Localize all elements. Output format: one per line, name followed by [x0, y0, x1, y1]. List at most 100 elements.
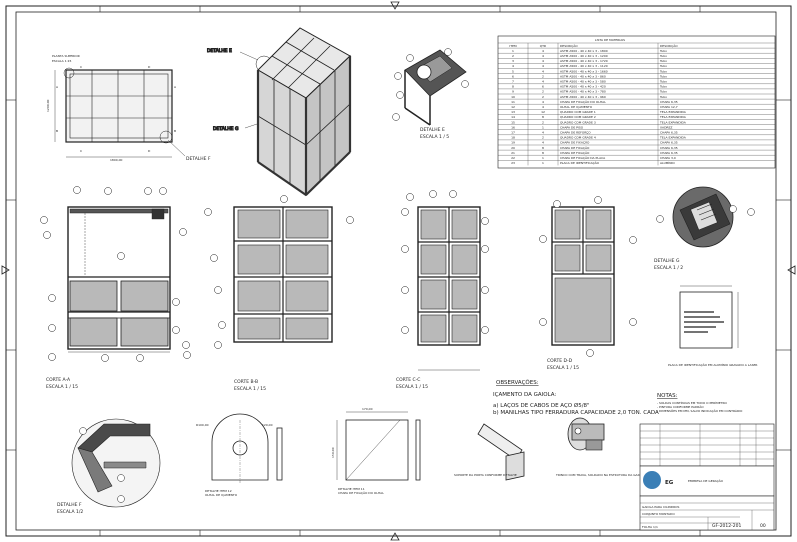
- svg-text:C: C: [80, 65, 82, 69]
- top-view-title: PLANTA SUPERIOR: [52, 54, 80, 58]
- bom-cell: 2: [542, 74, 544, 78]
- section-cc-view: CORTE C-C ESCALA 1 / 15: [396, 206, 481, 390]
- bom-cell: CHAPA DE FIXAÇÃO: [560, 140, 590, 145]
- item-balloon: [159, 187, 167, 195]
- bom-header-cell: ITEM: [509, 44, 517, 48]
- bom-cell: ASTM A500 - 40 x 40 x 3 - 1720: [560, 59, 608, 63]
- bom-cell: ASTM A500 - 40 x 40 x 3 - 1200: [560, 54, 608, 58]
- bom-cell: QUADRO COM GRADE 2: [560, 115, 596, 119]
- bom-cell: PLACA DE IDENTIFICAÇÃO: [560, 160, 600, 165]
- bom-cell: 4: [542, 141, 544, 145]
- item-balloon: [104, 187, 112, 195]
- item-balloon: [179, 228, 187, 236]
- detail-e-title: DETALHE E: [420, 127, 445, 133]
- bom-cell: 4: [512, 64, 514, 68]
- item-balloon: [210, 254, 218, 262]
- bom-cell: CHAPA DE REFORÇO: [560, 131, 591, 135]
- bom-cell: 3: [512, 59, 514, 63]
- item-balloon: [346, 216, 354, 224]
- item-balloon: [449, 190, 457, 198]
- bom-cell: 6: [512, 74, 514, 78]
- bom-cell: CHAPA 6,35: [660, 131, 678, 135]
- bom-cell: Tubo: [659, 64, 667, 68]
- item-balloon: [401, 326, 409, 334]
- section-bb-title: CORTE B-B: [234, 379, 258, 385]
- item-balloon: [73, 186, 81, 194]
- bom-cell: CHAPA 6,35: [660, 151, 678, 155]
- detail-e-callout: DETALHE E: [207, 48, 232, 54]
- lug-dim-side: 120,00: [262, 423, 273, 427]
- item-balloon: [144, 187, 152, 195]
- item-balloon: [43, 231, 51, 239]
- svg-text:A: A: [174, 85, 177, 89]
- bom-cell: 2: [542, 95, 544, 99]
- obs-line-3: b) MANILHAS TIPO FERRADURA CAPACIDADE 2,…: [493, 410, 659, 416]
- detail-e-view: DETALHE E ESCALA 1 / 5: [392, 48, 469, 140]
- item-balloon: [40, 216, 48, 224]
- obs-line-1: IÇAMENTO DA GAIOLA:: [493, 392, 556, 398]
- bom-cell: 4: [542, 64, 544, 68]
- bom-cell: ASTM A500 - 40 x 40 x 3 - 580: [560, 80, 606, 84]
- bom-cell: 4: [542, 100, 544, 104]
- bom-cell: TELA EXPANDIDA: [659, 120, 687, 124]
- item-balloon: [629, 236, 637, 244]
- bom-cell: QUADRO COM GRADE 3: [560, 120, 596, 124]
- notes-block: NOTAS: - SOLDAS CONTÍNUAS EM TODO O PERÍ…: [657, 393, 743, 413]
- section-cc-scale: ESCALA 1 / 15: [396, 384, 428, 390]
- bom-cell: 16: [511, 125, 515, 129]
- note-2: - PINTURA CONFORME PADRÃO: [657, 404, 704, 409]
- section-dd-scale: ESCALA 1 / 15: [547, 365, 579, 371]
- sheet-label: FOLHA 1/1: [642, 525, 658, 529]
- bom-cell: TELA EXPANDIDA: [659, 115, 687, 119]
- bom-cell: ASTM A500 - 40 x 40 x 3 - 420: [560, 85, 606, 89]
- item-balloon: [48, 294, 56, 302]
- detail-g-callout: DETALHE G: [213, 126, 239, 132]
- detail-f-title: DETALHE F: [57, 502, 82, 508]
- item-balloon: [401, 286, 409, 294]
- drawing-number: GF-2012-201: [712, 523, 742, 529]
- item-balloon: [183, 351, 191, 359]
- bom-cell: TELA EXPANDIDA: [659, 110, 687, 114]
- svg-text:A: A: [56, 85, 59, 89]
- bom-cell: 12: [541, 110, 545, 114]
- bom-cell: 1: [542, 156, 544, 160]
- note-3: - DIMENSÕES EM MM, SALVO INDICAÇÃO EM CO…: [657, 408, 743, 413]
- obs-title: OBSERVAÇÕES:: [496, 379, 539, 386]
- bom-cell: Tubo: [659, 59, 667, 63]
- item-balloon: [586, 349, 594, 357]
- item-balloon: [117, 252, 125, 260]
- svg-text:C: C: [80, 149, 82, 153]
- plate-caption: PLACA DE IDENTIFICAÇÃO EM ALUMÍNIO GRAVA…: [668, 362, 757, 367]
- bom-cell: 4: [542, 80, 544, 84]
- item-balloon: [218, 321, 226, 329]
- svg-text:D: D: [148, 65, 151, 69]
- item-balloon: [481, 326, 489, 334]
- bracket-detail: SUPORTE DA PORTA CONFORME DETALHE: [454, 423, 525, 481]
- bom-cell: ASTM A500 - 40 x 40 x 3 - 960: [560, 95, 606, 99]
- plate-view: PLACA DE IDENTIFICAÇÃO EM ALUMÍNIO GRAVA…: [668, 285, 757, 367]
- bom-cell: 11: [511, 100, 515, 104]
- bom-cell: 13: [511, 110, 515, 114]
- bom-cell: 1: [542, 161, 544, 165]
- bom-cell: Tubo: [659, 54, 667, 58]
- bom-cell: 12: [511, 105, 515, 109]
- item-balloon: [629, 318, 637, 326]
- svg-text:B: B: [174, 129, 176, 133]
- top-view-scale: ESCALA 1:15: [52, 59, 72, 63]
- item-balloon: [594, 196, 602, 204]
- bom-cell: Tubo: [659, 49, 667, 53]
- plate-detail: 170,00 150,00 DETALHE ITEM 11 CHAPA DE F…: [331, 407, 421, 495]
- edge-ticks: [6, 6, 791, 536]
- bom-cell: CHAPA DE FIXAÇÃO DA PLACA: [560, 155, 606, 160]
- bom-cell: OLHAL DE IÇAMENTO: [560, 105, 593, 109]
- bom-cell: Tubo: [659, 69, 667, 73]
- bom-cell: 20: [511, 146, 515, 150]
- item-balloon: [481, 286, 489, 294]
- bom-cell: QUADRO COM GRADE 4: [560, 136, 596, 140]
- item-balloon: [280, 195, 288, 203]
- bom-header-cell: DESCRIÇÃO: [660, 43, 678, 48]
- bom-cell: CHAPA DE FIXAÇÃO: [560, 150, 590, 155]
